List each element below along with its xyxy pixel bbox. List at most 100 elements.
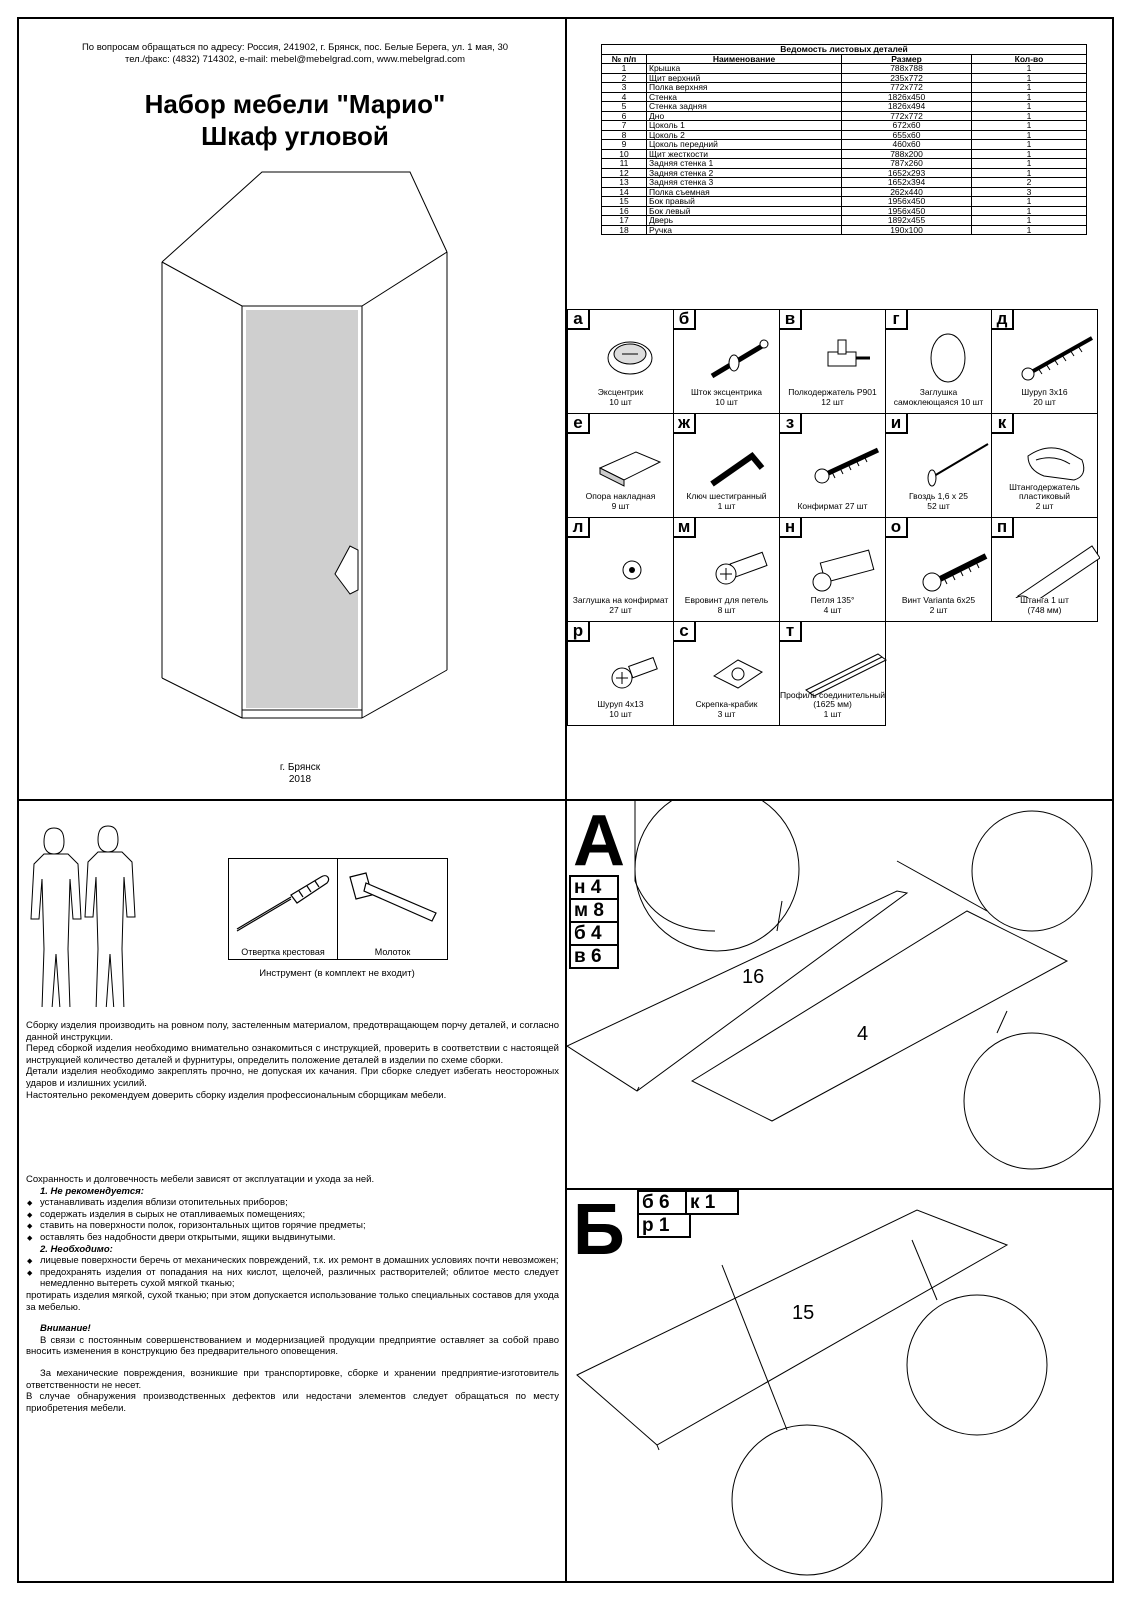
- row-number: 3: [601, 82, 647, 93]
- city-year: г. Брянск 2018: [200, 762, 400, 786]
- hardware-letter: е: [568, 414, 590, 434]
- part-qty: 1: [971, 215, 1087, 226]
- support-pad-icon: [598, 451, 662, 487]
- step-a-tag: н 4: [569, 875, 619, 900]
- part-size: 772х772: [841, 82, 972, 93]
- row-number: 11: [601, 158, 647, 169]
- adhesive-cap-icon: [930, 333, 966, 383]
- hanging-rod-icon: [1015, 545, 1100, 598]
- hardware-name: Скрепка-крабик: [695, 699, 758, 709]
- hardware-caption: Петля 135°4 шт: [780, 595, 885, 615]
- step-b-letter: Б: [573, 1190, 625, 1270]
- parts-table-caption: Ведомость листовых деталей: [601, 44, 1087, 55]
- hardware-name: Конфирмат 27 шт: [797, 500, 868, 511]
- part-qty: 1: [971, 63, 1087, 74]
- care-wipe: протирать изделия мягкой, сухой тканью; …: [26, 1289, 559, 1313]
- hardware-name: Заглушка: [919, 387, 958, 397]
- title-line-1: Набор мебели "Марио": [144, 89, 446, 119]
- hardware-letter: б: [674, 310, 696, 330]
- part-name: Ручка: [646, 224, 842, 235]
- screwdriver-label: Отвертка крестовая: [241, 947, 325, 957]
- instruction-p3: Детали изделия необходимо закреплять про…: [26, 1066, 559, 1089]
- hardware-qty: 52 шт: [927, 500, 950, 511]
- hardware-letter: о: [886, 518, 908, 538]
- hardware-letter: с: [674, 622, 696, 642]
- hardware-name: Винт Varianta 6х25: [901, 595, 976, 605]
- hardware-name: Ключ шестигранный: [686, 491, 767, 501]
- hardware-name: Шуруп 4х13: [597, 699, 644, 709]
- hardware-name: Шток эксцентрика: [691, 387, 762, 397]
- list-item: лицевые поверхности беречь от механическ…: [27, 1255, 559, 1267]
- part-qty: 1: [971, 82, 1087, 93]
- screw-4x13-icon: [611, 656, 658, 689]
- hardware-letter: в: [780, 310, 802, 330]
- hardware-name: Евровинт для петель: [684, 595, 769, 605]
- confirmat-icon: [814, 447, 880, 484]
- hardware-qty: 10 шт: [609, 708, 632, 719]
- part-size: 787х260: [841, 158, 972, 169]
- hardware-name: Штангодержатель пластиковый: [1009, 481, 1080, 501]
- contact-info: По вопросам обращаться по адресу: Россия…: [40, 42, 550, 66]
- step-b-tag: б 6: [637, 1190, 691, 1215]
- part-name: Дверь: [646, 215, 842, 226]
- part-name: Задняя стенка 1: [646, 158, 842, 169]
- divider-horizontal: [17, 799, 1114, 801]
- part-size: 190х100: [841, 224, 972, 235]
- row-number: 5: [601, 101, 647, 112]
- hardware-letter: м: [674, 518, 696, 538]
- hardware-qty: 10 шт: [609, 396, 632, 407]
- shelf-holder-icon: [827, 339, 870, 367]
- hardware-letter: д: [992, 310, 1014, 330]
- hardware-name: Штанга 1 шт: [1020, 595, 1069, 605]
- hardware-caption: Штанга 1 шт(748 мм): [992, 595, 1097, 615]
- part-number-4: 4: [857, 1023, 869, 1045]
- row-number: 13: [601, 177, 647, 188]
- part-size: 1956х450: [841, 196, 972, 207]
- hardware-name: Заглушка на конфирмат 27 шт: [572, 595, 669, 615]
- hardware-name: Опора накладная: [585, 491, 656, 501]
- care-instructions: Сохранность и долговечность мебели завис…: [26, 1174, 559, 1414]
- part-name: Стенка задняя: [646, 101, 842, 112]
- part-qty: 1: [971, 120, 1087, 131]
- hardware-letter: и: [886, 414, 908, 434]
- part-size: 788х788: [841, 63, 972, 74]
- hex-key-icon: [710, 451, 765, 487]
- hardware-letter: з: [780, 414, 802, 434]
- step-b: Б б 6 к 1 р 1 15: [567, 1190, 1114, 1583]
- step-b-tag: к 1: [685, 1190, 739, 1215]
- hardware-letter: п: [992, 518, 1014, 538]
- corner-wardrobe-drawing: [161, 171, 448, 719]
- part-name: Цоколь передний: [646, 139, 842, 150]
- hardware-qty: 10 шт: [715, 396, 738, 407]
- contact-phone: тел./факс: (4832) 714302, e-mail: mebel@…: [124, 54, 466, 65]
- list-item: предохранять изделия от попадания на них…: [27, 1267, 559, 1290]
- step-a-tag: в 6: [569, 944, 619, 969]
- attention-title: Внимание!: [40, 1323, 91, 1335]
- hardware-qty: 1 шт: [717, 500, 736, 511]
- hardware-qty: 4 шт: [823, 604, 842, 615]
- assembly-instructions: Сборку изделия производить на ровном пол…: [26, 1020, 559, 1101]
- hardware-caption: Конфирмат 27 шт: [780, 500, 885, 512]
- part-qty: 1: [971, 224, 1087, 235]
